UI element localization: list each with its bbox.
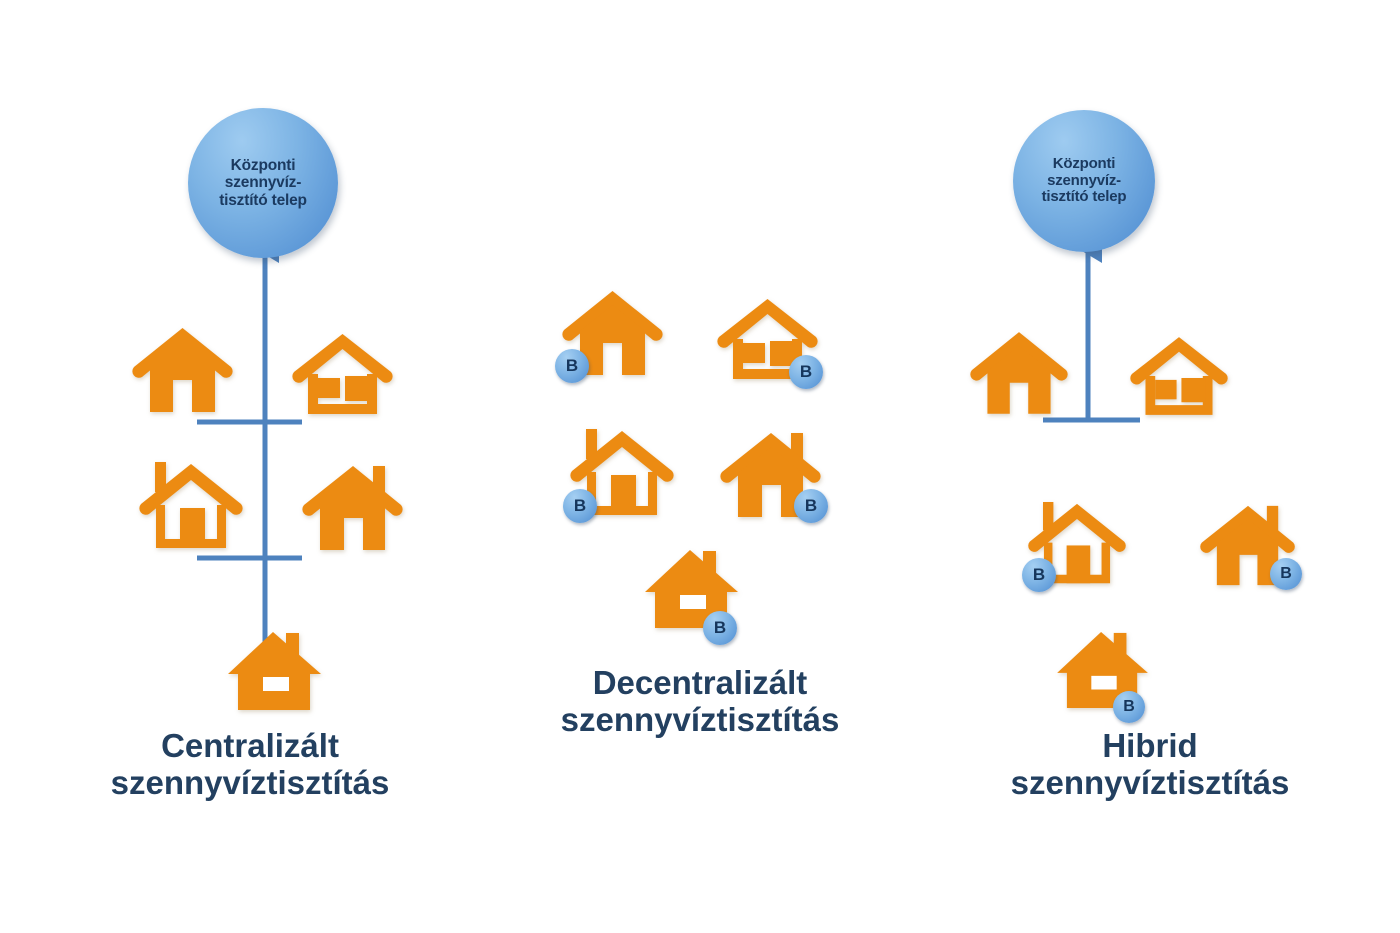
treatment-badge-letter: B (1280, 565, 1292, 582)
house-solid-chimney-door[interactable]: B (1198, 500, 1302, 591)
house-solid-plain[interactable] (968, 326, 1070, 419)
house-solid-chimney-slot[interactable]: B (1057, 630, 1151, 723)
panel-hybrid: Központi szennyvíz- tisztító telep (900, 0, 1400, 933)
treatment-badge[interactable]: B (1270, 558, 1302, 590)
treatment-badge[interactable]: B (1113, 691, 1145, 723)
panel-centralized: Központi szennyvíz- tisztító telep (0, 0, 500, 933)
house-solid-chimney-door[interactable]: B (718, 427, 828, 523)
treatment-badge[interactable]: B (703, 611, 737, 645)
house-icon-outline-window (1130, 337, 1228, 415)
treatment-badge[interactable]: B (563, 489, 597, 523)
central-plant-label: Központi szennyvíz- tisztító telep (219, 156, 307, 209)
caption-hybrid: Hibrid szennyvíztisztítás (1010, 727, 1290, 801)
treatment-badge[interactable]: B (794, 489, 828, 523)
house-icon-solid-plain (562, 291, 663, 375)
house-icon-outline-window (292, 334, 393, 414)
caption-decentralized: Decentralizált szennyvíztisztítás (560, 664, 840, 738)
house-solid-chimney-door[interactable] (300, 460, 406, 556)
house-icon-outline-window (717, 299, 818, 379)
treatment-badge-letter: B (713, 618, 727, 637)
house-icon-solid-chimney-door (720, 433, 821, 517)
central-plant-node-hybrid[interactable]: Központi szennyvíz- tisztító telep (1013, 110, 1155, 252)
house-icon-outline-chimney-door (570, 429, 674, 515)
treatment-badge[interactable]: B (1022, 558, 1056, 592)
house-outline-chimney-door[interactable] (137, 458, 245, 556)
house-solid-chimney-slot[interactable]: B (645, 548, 741, 645)
house-outline-window[interactable] (1128, 333, 1230, 419)
house-icon-outline-chimney-door (139, 462, 243, 548)
house-solid-plain[interactable]: B (555, 285, 665, 383)
house-outline-window[interactable] (290, 330, 395, 418)
house-icon-solid-chimney-slot (228, 632, 321, 710)
house-solid-plain[interactable] (130, 322, 235, 417)
caption-centralized: Centralizált szennyvíztisztítás (110, 727, 390, 801)
house-icon-solid-plain (132, 328, 233, 412)
house-solid-chimney-slot[interactable] (228, 630, 324, 712)
house-icon-solid-chimney-door (1200, 505, 1295, 586)
house-icon-solid-chimney-slot (1057, 631, 1148, 709)
treatment-badge-letter: B (1032, 565, 1046, 584)
house-outline-chimney-door[interactable]: B (1022, 498, 1128, 592)
treatment-badge-letter: B (573, 496, 587, 515)
panel-decentralized: B B B (470, 0, 910, 933)
house-icon-solid-plain (970, 332, 1068, 414)
house-icon-solid-chimney-slot (645, 550, 738, 628)
treatment-badge-letter: B (1123, 698, 1135, 715)
central-plant-label: Központi szennyvíz- tisztító telep (1041, 154, 1127, 206)
central-plant-node-centralized[interactable]: Központi szennyvíz- tisztító telep (188, 108, 338, 258)
house-outline-window[interactable]: B (715, 295, 823, 389)
treatment-badge[interactable]: B (555, 349, 589, 383)
treatment-badge[interactable]: B (789, 355, 823, 389)
treatment-badge-letter: B (804, 496, 818, 515)
treatment-badge-letter: B (799, 362, 813, 381)
treatment-badge-letter: B (565, 356, 579, 375)
house-outline-chimney-door[interactable]: B (563, 425, 676, 523)
house-icon-solid-chimney-door (302, 466, 403, 550)
